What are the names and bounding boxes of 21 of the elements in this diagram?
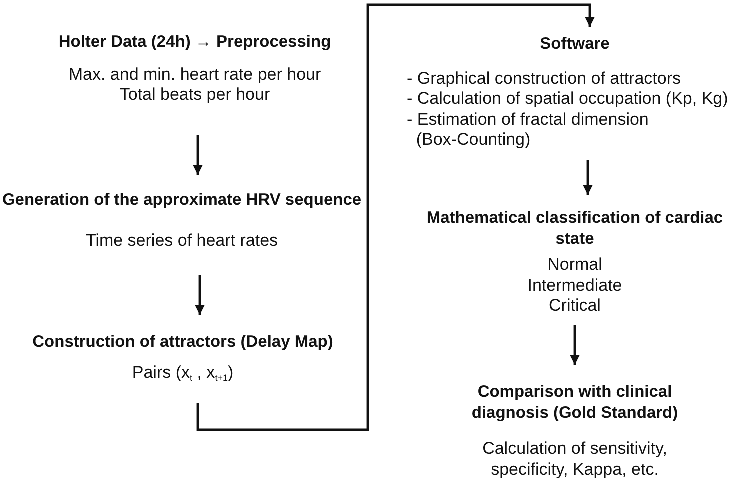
step-heading: Construction of attractors (Delay Map): [32, 332, 334, 352]
step-text: Critical: [549, 296, 601, 316]
step-heading: Holter Data (24h) → Preprocessing: [58, 32, 332, 52]
step-heading: Comparison with clinical diagnosis (Gold Standard): [470, 382, 680, 423]
step-text: Calculation of sensitivity, specificity, Kappa, etc.: [482, 439, 668, 480]
bullet-item: - Calculation of spatial occupation (Kp, Kg): [407, 89, 728, 110]
arrow: [195, 275, 205, 315]
step-text: Total beats per hour: [120, 85, 270, 106]
step-heading: Software: [540, 34, 610, 54]
step-heading: Generation of the approximate HRV sequence: [2, 190, 362, 210]
step-text: Intermediate: [528, 276, 622, 296]
bullet-item: - Estimation of fractal dimension (Box-Counting): [407, 110, 650, 150]
arrow: [570, 325, 580, 365]
step-heading: Mathematical classification of cardiac state: [426, 208, 724, 249]
step-text: Time series of heart rates: [86, 230, 278, 251]
bullet-item: - Graphical construction of attractors: [407, 68, 682, 89]
arrow: [193, 135, 203, 175]
arrow: [583, 160, 593, 195]
step-text: Max. and min. heart rate per hour: [68, 64, 322, 85]
step-text: Normal: [548, 255, 602, 276]
step-text: Pairs (x$_{t}$ , x$_{t+1}$): [132, 362, 234, 383]
